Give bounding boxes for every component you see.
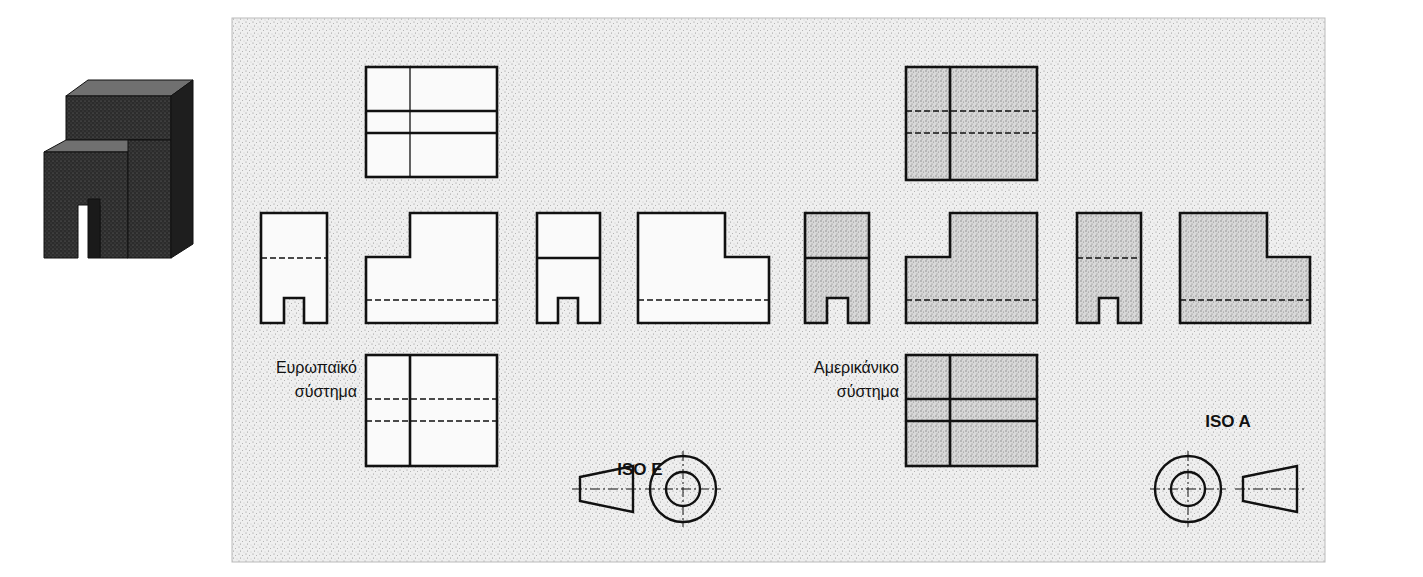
- american-views: [805, 67, 1310, 466]
- iso-e-symbol: [572, 451, 721, 527]
- system-label: Αμερικάνικο σύστημα: [795, 356, 899, 404]
- iso-label: ISO E: [600, 458, 680, 482]
- iso-label: ISO A: [1188, 410, 1268, 434]
- iso-a-symbol: [1150, 451, 1305, 527]
- stipple-panel: [232, 18, 1325, 562]
- isometric-block: [44, 80, 193, 258]
- european-views: [261, 67, 769, 466]
- system-label: Ευρωπαϊκό σύστημα: [253, 356, 357, 404]
